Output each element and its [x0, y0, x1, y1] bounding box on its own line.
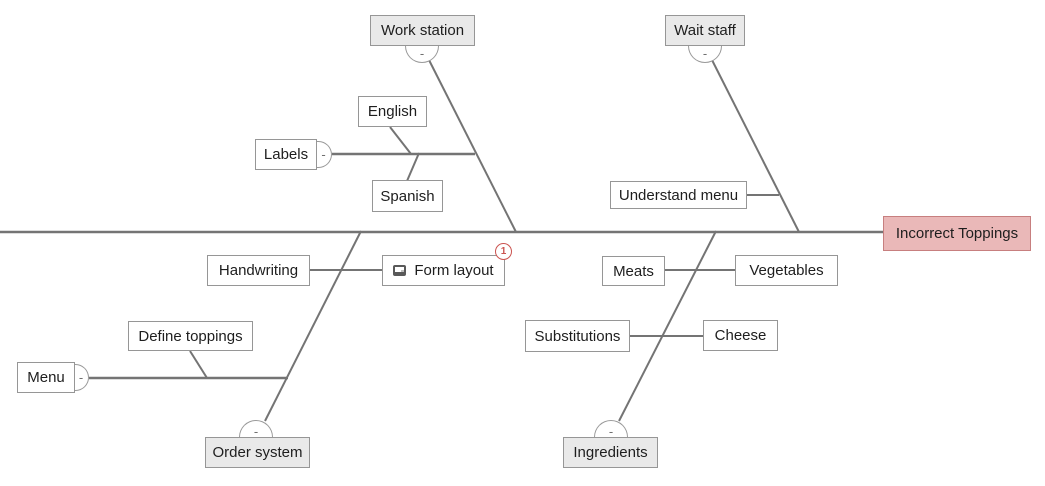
node-work-station[interactable]: Work station: [370, 15, 475, 46]
node-label: Ingredients: [573, 444, 648, 461]
node-label: English: [367, 103, 418, 120]
node-label: Substitutions: [534, 327, 621, 345]
node-label: Handwriting: [218, 262, 299, 279]
node-labels[interactable]: Labels: [255, 139, 317, 170]
collapse-minus: -: [78, 370, 84, 385]
node-label: Wait staff: [674, 22, 736, 39]
collapse-minus: -: [253, 423, 259, 439]
branch-wait-staff: [711, 59, 800, 233]
bone-define-toppings: [189, 350, 208, 379]
effect-label: Incorrect Toppings: [895, 225, 1019, 242]
collapse-minus: -: [702, 46, 708, 61]
node-cheese[interactable]: Cheese: [703, 320, 778, 351]
node-label: Meats: [613, 262, 654, 280]
bone-spanish: [406, 152, 420, 182]
bone-english: [389, 126, 412, 155]
badge-count: 1: [500, 246, 507, 257]
node-label: Order system: [212, 444, 303, 461]
node-label: Spanish: [380, 187, 435, 205]
node-label: Define toppings: [138, 327, 243, 345]
node-english[interactable]: English: [358, 96, 427, 127]
node-wait-staff[interactable]: Wait staff: [665, 15, 745, 46]
node-form-layout[interactable]: Form layout: [382, 255, 505, 286]
note-icon: [393, 265, 407, 276]
node-substitutions[interactable]: Substitutions: [525, 320, 630, 352]
node-incorrect-toppings-effect[interactable]: Incorrect Toppings: [883, 216, 1031, 251]
node-menu[interactable]: Menu: [17, 362, 75, 393]
node-order-system[interactable]: Order system: [205, 437, 310, 468]
node-label: Understand menu: [618, 186, 739, 204]
node-handwriting[interactable]: Handwriting: [207, 255, 310, 286]
node-label: Menu: [27, 369, 65, 386]
comment-count-badge[interactable]: 1: [495, 243, 512, 260]
node-ingredients[interactable]: Ingredients: [563, 437, 658, 468]
node-label: Labels: [263, 146, 309, 163]
collapse-minus: -: [608, 423, 614, 439]
node-spanish[interactable]: Spanish: [372, 180, 443, 212]
node-meats[interactable]: Meats: [602, 256, 665, 286]
collapse-minus: -: [321, 147, 326, 162]
branch-ingredients: [618, 230, 717, 422]
node-label: Work station: [380, 22, 465, 39]
node-label: Cheese: [714, 327, 767, 344]
node-vegetables[interactable]: Vegetables: [735, 255, 838, 286]
branch-work-station: [428, 59, 517, 233]
node-label: Form layout: [414, 262, 494, 279]
collapse-minus: -: [419, 46, 425, 61]
node-define-toppings[interactable]: Define toppings: [128, 321, 253, 351]
branch-order-system: [264, 230, 362, 422]
node-understand-menu[interactable]: Understand menu: [610, 181, 747, 209]
node-label: Vegetables: [749, 262, 824, 279]
